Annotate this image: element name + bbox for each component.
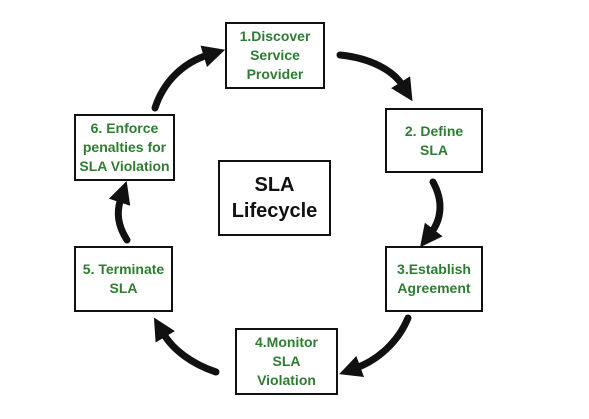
step-monitor-sla-violation: 4.Monitor SLA Violation <box>235 328 338 395</box>
arrow-step4-to-step5 <box>153 317 220 376</box>
step-6-text: 6. Enforce penalties for SLA Violation <box>79 119 169 176</box>
step-2-text: 2. Define SLA <box>405 122 463 160</box>
step-discover-service-provider: 1.Discover Service Provider <box>225 22 325 89</box>
arrow-step5-to-step6 <box>108 180 131 244</box>
arrow-step6-to-step1 <box>151 45 226 112</box>
step-5-text: 5. Terminate SLA <box>83 260 164 298</box>
step-4-line-3: Violation <box>257 372 316 388</box>
step-enforce-penalties: 6. Enforce penalties for SLA Violation <box>74 114 175 181</box>
arrow-step3-to-step4 <box>339 314 412 377</box>
center-sla-lifecycle: SLA Lifecycle <box>218 160 331 236</box>
step-6-line-2: penalties for <box>82 139 167 155</box>
step-define-sla: 2. Define SLA <box>385 108 483 173</box>
step-2-line-2: SLA <box>419 141 448 158</box>
step-5-line-2: SLA <box>109 280 138 296</box>
step-establish-agreement: 3.Establish Agreement <box>385 246 483 312</box>
step-terminate-sla: 5. Terminate SLA <box>74 246 173 312</box>
step-4-line-2: SLA <box>272 353 301 369</box>
step-1-line-2: Service <box>250 47 300 63</box>
center-title: SLA Lifecycle <box>232 172 318 224</box>
arrow-step1-to-step2 <box>336 51 413 102</box>
step-1-line-3: Provider <box>246 66 304 82</box>
step-3-line-1: 3.Establish <box>397 261 471 277</box>
step-3-text: 3.Establish Agreement <box>397 260 471 298</box>
arrow-step2-to-step3 <box>420 178 444 248</box>
step-2-line-1: 2. Define <box>404 122 464 139</box>
step-6-line-1: 6. Enforce <box>90 120 159 136</box>
step-4-line-1: 4.Monitor <box>255 334 318 350</box>
center-line-2: Lifecycle <box>231 200 318 222</box>
center-line-1: SLA <box>254 174 295 196</box>
step-4-text: 4.Monitor SLA Violation <box>255 333 318 390</box>
step-5-line-1: 5. Terminate <box>82 261 165 277</box>
step-1-text: 1.Discover Service Provider <box>240 27 311 84</box>
step-1-line-1: 1.Discover <box>239 28 311 44</box>
step-3-line-2: Agreement <box>397 280 471 296</box>
step-6-line-3: SLA Violation <box>79 158 170 174</box>
